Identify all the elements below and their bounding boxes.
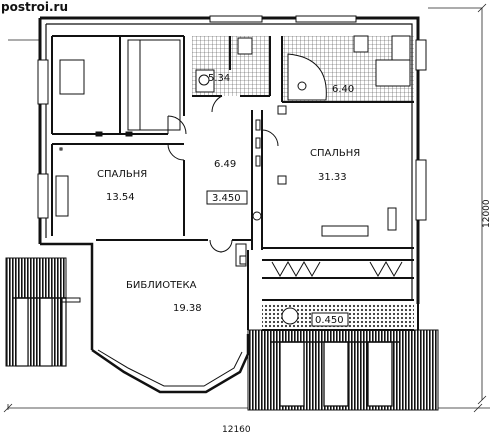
interior-walls [51, 35, 414, 331]
dimension-depth: 12000 [482, 199, 492, 228]
hall-area: 6.49 [214, 159, 236, 170]
bath-fixtures [195, 35, 411, 101]
library-area: 19.38 [173, 303, 202, 314]
level-markers: 3.450 0.450 [206, 190, 349, 327]
bedroom-right-name: СПАЛЬНЯ [310, 148, 360, 159]
doors [167, 95, 279, 253]
level-stair: 0.450 [315, 315, 344, 326]
site-brand: postroi.ru [0, 0, 72, 15]
bath-left-area: 5.34 [208, 73, 230, 84]
level-main: 3.450 [212, 193, 241, 204]
bath-right-area: 6.40 [332, 84, 354, 95]
terrace-hatch [247, 329, 439, 411]
bedroom-right-area: 31.33 [318, 172, 347, 183]
library-name: БИБЛИОТЕКА [126, 280, 197, 291]
left-balcony-hatch [5, 257, 67, 367]
bedroom-left-area: 13.54 [106, 192, 135, 203]
room-labels: СПАЛЬНЯ 13.54 СПАЛЬНЯ 31.33 БИБЛИОТЕКА 1… [97, 73, 360, 314]
furniture [59, 39, 403, 325]
windows [37, 15, 427, 221]
bedroom-left-name: СПАЛЬНЯ [97, 169, 147, 180]
dimension-width: 12160 [222, 425, 251, 435]
